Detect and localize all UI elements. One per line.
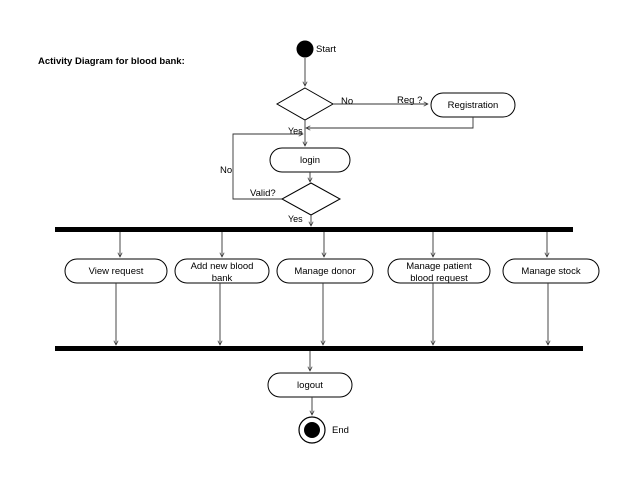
manage-donor-node [276,258,374,284]
reg-no-label: No [341,96,353,107]
edge-valid-no-loop [232,134,303,200]
manage-stock-label: Manage stock [521,266,580,277]
valid-decision [280,182,342,216]
manage-donor-label: Manage donor [294,266,355,277]
start-node [296,40,314,58]
view-request-label: View request [89,266,144,277]
valid-no-label: No [220,165,232,176]
reg-decision [275,87,335,121]
manage-patient-label-line1: Manage patient [406,261,472,272]
logout-node [267,372,353,398]
end-label: End [332,425,349,436]
reg-question-label: Reg ? [397,95,422,106]
end-node-inner [304,422,320,438]
reg-yes-label: Yes [288,126,303,136]
registration-label: Registration [448,100,499,111]
start-label: Start [316,44,336,55]
add-new-blood-bank-label-line2: bank [212,273,233,284]
manage-stock-node [502,258,600,284]
login-label: login [300,155,320,166]
add-new-blood-bank-node [174,258,270,284]
manage-patient-blood-request-node [387,258,491,284]
diagram-title: Activity Diagram for blood bank: [38,56,185,67]
logout-label: logout [297,380,323,391]
valid-yes-label: Yes [288,214,303,224]
manage-patient-label-line2: blood request [410,273,468,284]
join-bar [55,346,583,351]
add-new-blood-bank-label-line1: Add new blood [191,261,254,272]
valid-question-label: Valid? [250,188,276,199]
edge-registration-to-login [306,117,474,128]
fork-bar [55,227,573,232]
